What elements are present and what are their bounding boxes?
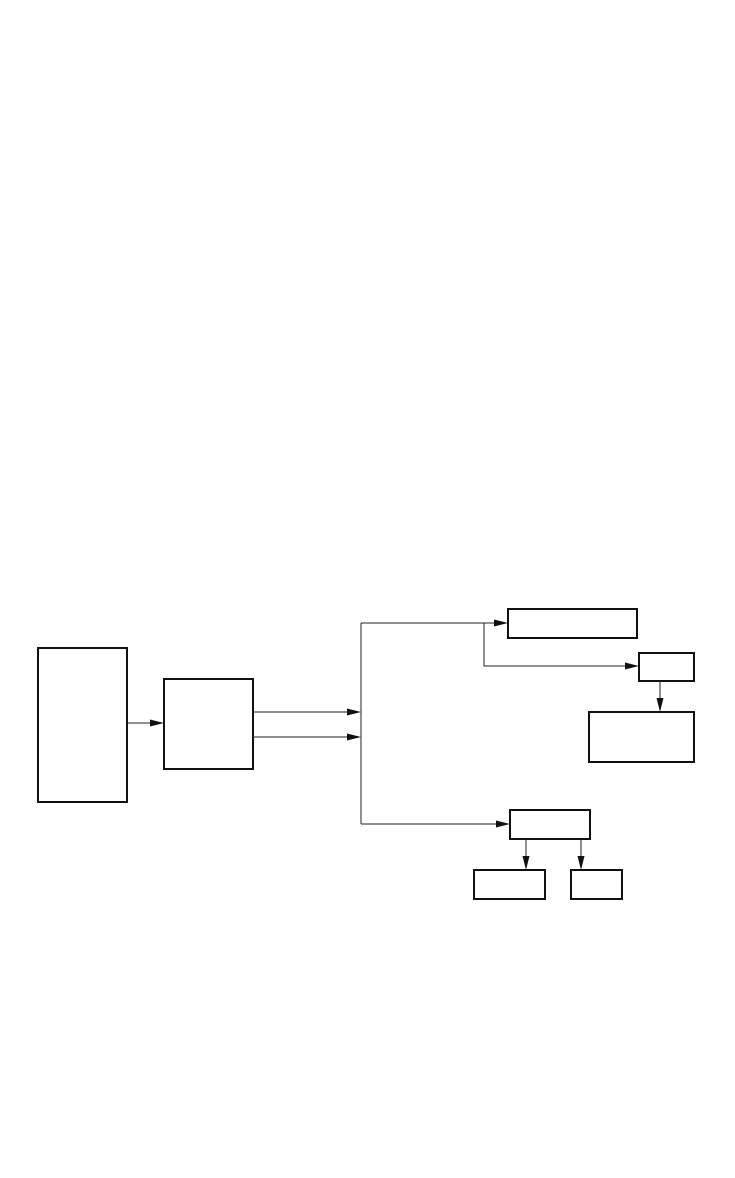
arrowhead-bus-upper [347,708,361,716]
arrowhead-into-right-lower [656,698,664,712]
arrowhead-into-bottom-block [496,820,510,828]
arrowhead-into-small-block [625,662,639,670]
block-bottom [509,809,591,840]
connector-branch-to-small-block [483,623,627,667]
block-output-top [507,608,638,639]
block-processor [163,678,254,770]
block-bottom-left [473,869,546,900]
block-right-lower [588,711,695,763]
arrowhead-into-bottom-left [522,856,530,870]
block-bottom-right [570,869,623,900]
block-small [638,652,695,682]
arrowhead-into-processor [150,719,164,727]
arrowhead-bus-lower [347,733,361,741]
block-source [37,647,128,803]
arrowhead-into-bottom-right [577,856,585,870]
arrowhead-into-output-top [494,619,508,627]
